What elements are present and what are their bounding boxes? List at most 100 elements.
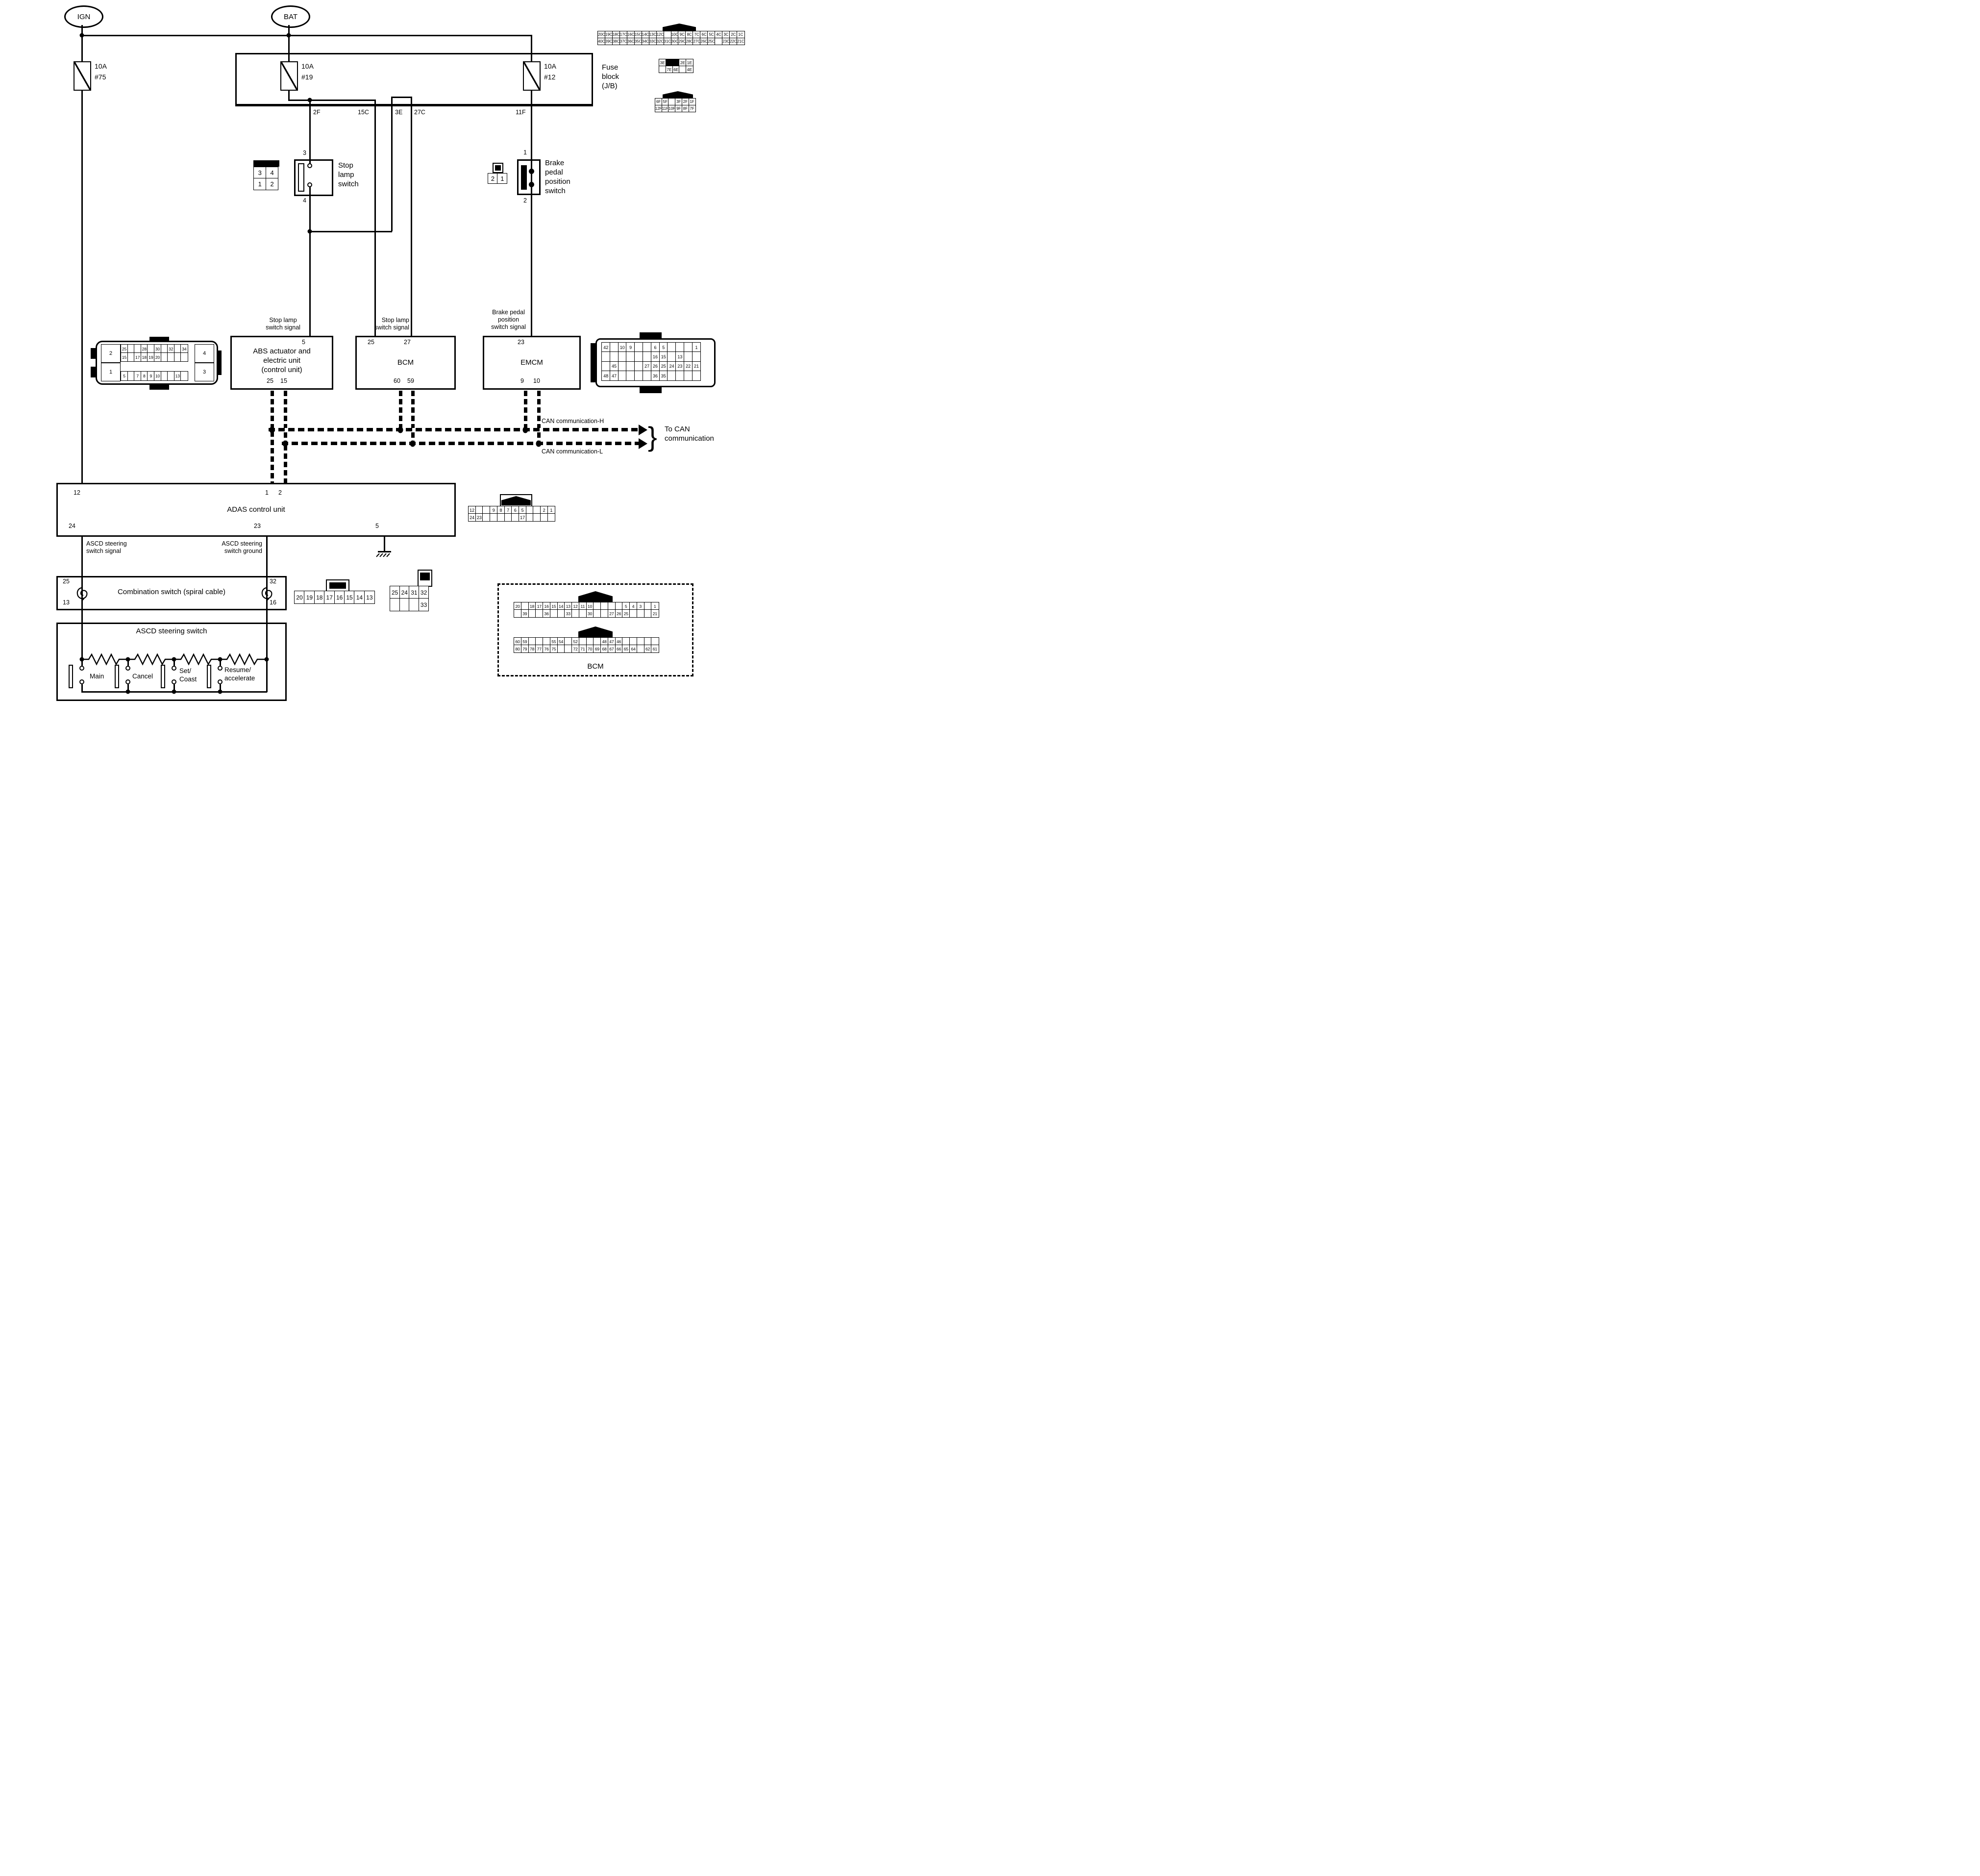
connector-cell <box>634 351 644 362</box>
adas-pin5: 5 <box>375 523 379 529</box>
switch-actuator-bar <box>161 665 165 688</box>
to-can-label: To CAN communication <box>665 425 714 443</box>
abs-unit-title: ABS actuator and electric unit (control … <box>253 347 311 374</box>
brake-signal-label: Brake pedal position switch signal <box>491 309 526 330</box>
junction-dot <box>307 98 312 102</box>
connector-cell <box>409 598 420 612</box>
bcm-pin60: 60 <box>394 377 400 384</box>
connector-cell: 17 <box>134 352 142 362</box>
connector-cell: 47 <box>609 371 619 381</box>
resistor-icon <box>128 653 174 666</box>
connector-cell <box>692 371 701 381</box>
connector-cell: 5 <box>659 342 668 352</box>
connector-cell <box>683 371 693 381</box>
connector-cell: 18 <box>314 591 325 604</box>
connector-cell: 45 <box>609 361 619 372</box>
connector-cell: 26 <box>650 361 660 372</box>
connector-cell: 10 <box>618 342 627 352</box>
abs-unit-box <box>230 336 333 390</box>
connector-cell: 22 <box>683 361 693 372</box>
wire-3e-27c-jumper <box>391 97 412 98</box>
stop-lamp-pin4: 4 <box>303 197 306 204</box>
connector-cell <box>634 342 644 352</box>
brake-pedal-contact-top <box>529 169 534 174</box>
emcm-pin23: 23 <box>518 339 524 346</box>
can-stub-abs25 <box>270 391 274 428</box>
junction-dot <box>286 33 291 38</box>
fuse75-amp-label: 10A <box>95 62 107 70</box>
brake-pedal-pin2: 2 <box>523 197 527 204</box>
resistor-icon <box>174 653 220 666</box>
adas-connector-tab-fill <box>501 496 531 505</box>
can-stub-emcm9 <box>523 391 527 428</box>
connector-cell <box>618 351 627 362</box>
switch-contact <box>218 679 223 684</box>
comb-pin13: 13 <box>63 599 70 606</box>
can-bus-l <box>282 442 639 445</box>
connector-cell: 4 <box>265 167 279 179</box>
connector-cell: 33 <box>418 598 429 612</box>
connector-cell: 13 <box>364 591 375 604</box>
can-junction <box>536 440 542 447</box>
junction-dot <box>218 657 223 662</box>
switch-contact <box>125 679 130 684</box>
connector-cell: 31 <box>409 586 420 599</box>
resistor-icon <box>220 653 267 666</box>
connector-cell: 13 <box>675 351 685 362</box>
connector-cell: 25 <box>390 586 400 599</box>
can-bus-h <box>269 428 639 431</box>
connector-cell <box>618 361 627 372</box>
wire-ascd-right <box>266 659 268 692</box>
wire-fuse12-drop <box>531 35 532 61</box>
connector-cell: 14 <box>354 591 365 604</box>
connector-cell <box>667 342 676 352</box>
wire-sw-bottom <box>81 684 83 692</box>
wire-sw-drop <box>81 659 83 666</box>
wire-27c-inside <box>411 97 412 106</box>
wire-comb13-to-ascd <box>81 610 83 659</box>
connector-cell: 7F <box>688 104 696 113</box>
bcm-pin25: 25 <box>368 339 374 346</box>
stop-lamp-switch-label: Stop lamp switch <box>338 161 359 188</box>
connector-cell: 17 <box>324 591 335 604</box>
connector-cell <box>180 352 188 362</box>
can-junction <box>282 440 288 447</box>
adas-control-unit-box <box>56 483 456 537</box>
connector-cell <box>667 371 676 381</box>
brake-pedal-switch-label: Brake pedal position switch <box>545 159 570 195</box>
wire-ign-drop <box>81 25 83 61</box>
connector-cell: 23 <box>675 361 685 372</box>
wire-adas24-to-comb25 <box>81 537 83 576</box>
wire-fuse19-tail <box>288 91 290 100</box>
ign-power-source: IGN <box>64 5 103 28</box>
can-h-label: CAN communication-H <box>542 418 604 425</box>
connector-cell: 29C <box>678 37 687 46</box>
switch-actuator-bar <box>69 665 73 688</box>
connector-cell <box>399 598 410 612</box>
junction-dot <box>172 689 176 694</box>
junction-dot <box>218 689 223 694</box>
connector-cell: 24 <box>399 586 410 599</box>
can-stub-emcm10 <box>537 391 541 442</box>
ascd-steering-switch-box <box>56 623 287 701</box>
junction-dot <box>125 689 130 694</box>
can-stub-adas2 <box>283 445 287 483</box>
pin-11f: 11F <box>516 109 526 116</box>
wire-2f-to-stoplamp <box>309 100 311 159</box>
connector-cell: 21 <box>651 609 659 618</box>
connector-cell: 78 <box>528 645 536 653</box>
connector-cell <box>609 351 619 362</box>
brake-pedal-contact-bottom <box>529 182 534 187</box>
connector-cell: 61 <box>651 645 659 653</box>
junction-dot <box>264 657 269 662</box>
ascd-set-coast-label: Set/ Coast <box>179 667 197 683</box>
bcm-box <box>355 336 456 390</box>
junction-dot <box>79 33 84 38</box>
bcm-connector-tab-icon <box>578 626 613 638</box>
abs-connector-tab <box>149 384 169 390</box>
connector-cell <box>675 342 685 352</box>
